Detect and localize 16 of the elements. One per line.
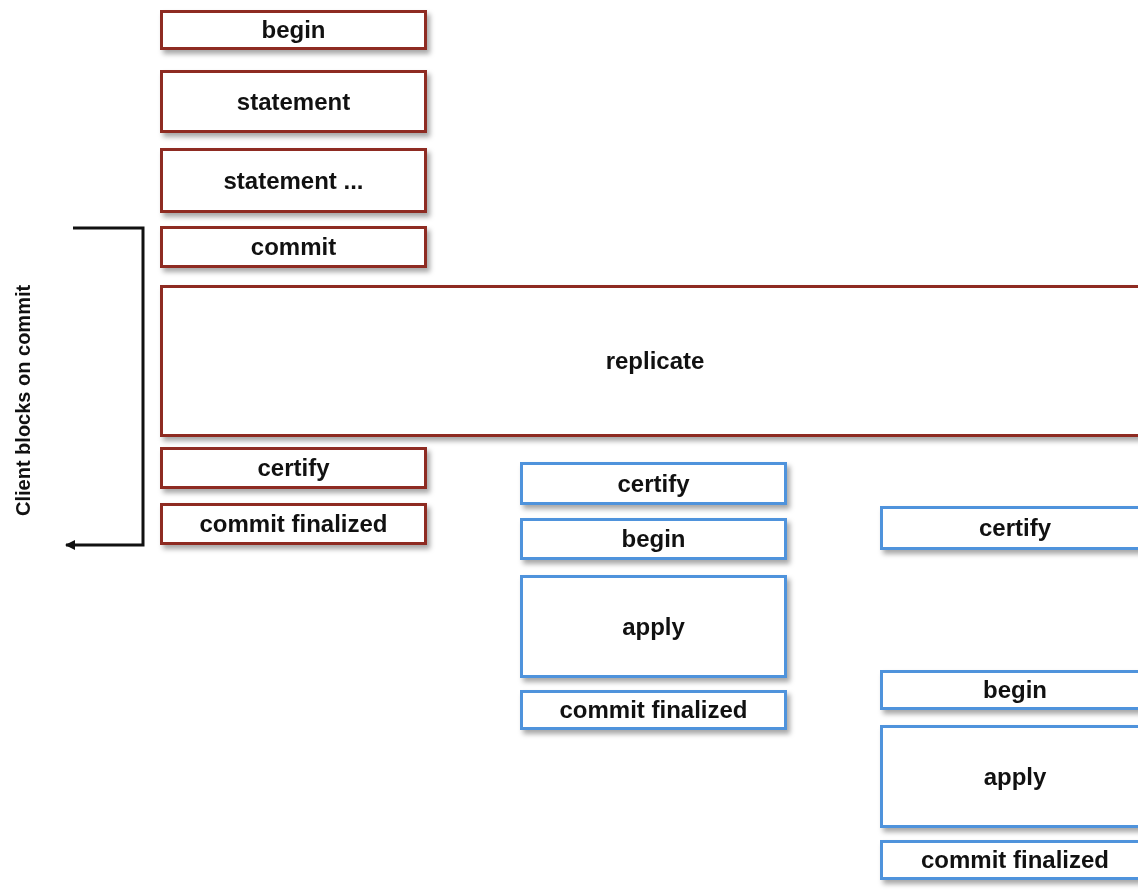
step-box: apply: [520, 575, 787, 678]
step-box: certify: [160, 447, 427, 489]
step-box: commit finalized: [160, 503, 427, 545]
step-box: begin: [160, 10, 427, 50]
step-box: certify: [520, 462, 787, 505]
step-box: apply: [880, 725, 1138, 828]
step-box: commit: [160, 226, 427, 268]
step-box: statement ...: [160, 148, 427, 213]
step-box: begin: [520, 518, 787, 560]
step-box: commit finalized: [520, 690, 787, 730]
step-box: certify: [880, 506, 1138, 550]
step-box: commit finalized: [880, 840, 1138, 880]
step-box: replicate: [160, 285, 1138, 437]
step-box: begin: [880, 670, 1138, 710]
annotation-text: Client blocks on commit: [12, 283, 35, 519]
step-box: statement: [160, 70, 427, 133]
